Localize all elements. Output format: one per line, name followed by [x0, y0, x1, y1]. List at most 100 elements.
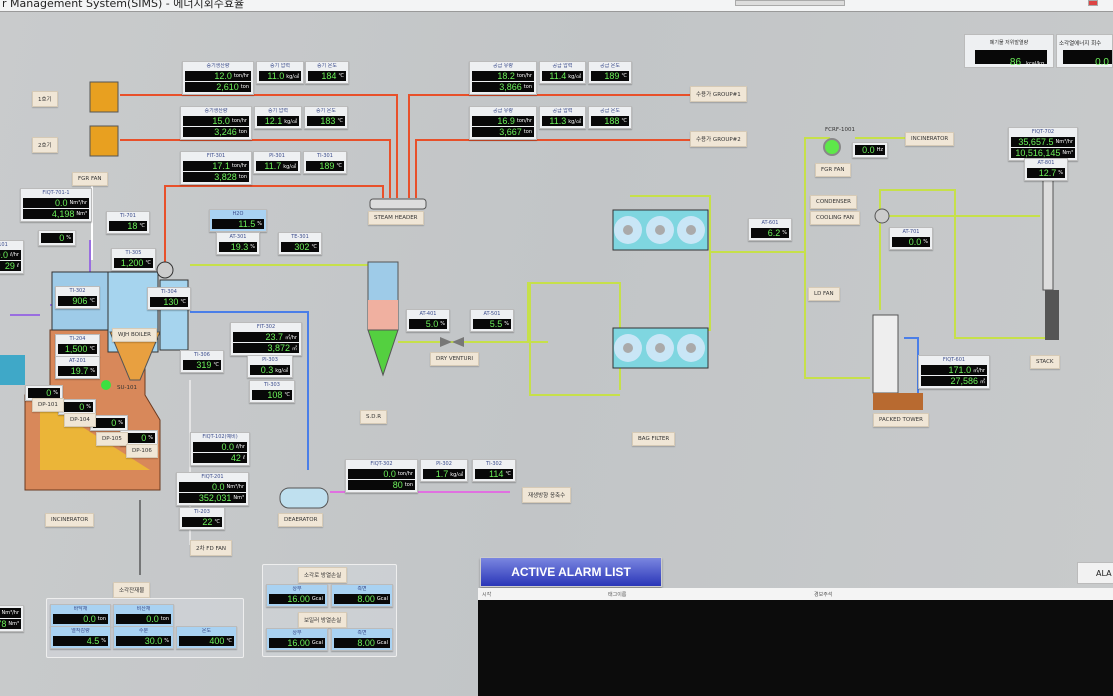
column-tag-name[interactable]: 태그이름: [608, 592, 627, 598]
unit: Hz: [876, 147, 883, 153]
value-display: 18℃: [109, 221, 147, 231]
window-title: r Management System(SIMS) - 에너지회수효율: [2, 0, 245, 10]
unit: ℃: [89, 346, 95, 352]
value-display: 11.5%: [212, 219, 264, 229]
label-deaerator: DEAERATOR: [278, 513, 324, 527]
tag-label: AT-601: [761, 220, 779, 226]
label-dp106: DP-106: [126, 444, 158, 458]
unit: ton/hr: [516, 73, 532, 79]
value: 78: [0, 619, 7, 629]
value: 352,031: [198, 493, 232, 503]
tag-dp3[interactable]: 0%: [90, 415, 128, 431]
unit: ㎥: [291, 345, 297, 352]
tag-label: FIQT-302: [370, 461, 393, 467]
unit: ℃: [311, 244, 317, 250]
active-alarm-list-button[interactable]: ACTIVE ALARM LIST: [480, 557, 662, 587]
label-residue: 소각잔재물: [113, 582, 151, 598]
value-display: 906℃: [58, 296, 97, 306]
tag-label: 공급 유량: [493, 108, 513, 114]
alarm-list[interactable]: [478, 600, 1113, 696]
label-dp105: DP-105: [96, 432, 128, 446]
value: 130: [163, 297, 179, 307]
tag-label: AT-201: [69, 358, 86, 364]
value: 0.0: [54, 198, 68, 208]
label-fgrfan: FGR FAN: [72, 172, 108, 186]
alarm-side-button[interactable]: ALA: [1077, 562, 1113, 584]
cell-label: 측면: [357, 586, 367, 592]
unit: ㎥/hr: [285, 334, 297, 341]
column-time[interactable]: 시각: [482, 592, 492, 598]
tag-fgrdamper[interactable]: 0%: [38, 230, 76, 246]
unit: %: [101, 638, 106, 644]
unit: kg/㎠: [286, 73, 299, 80]
unit: ㎥: [979, 378, 985, 385]
value-display: 319℃: [183, 360, 221, 370]
title-bar-button[interactable]: [735, 0, 845, 6]
value-display: 0%: [123, 433, 155, 443]
value-display: 302℃: [281, 242, 319, 252]
tag-label: PI-302: [436, 461, 452, 467]
value-display: 1,200℃: [114, 258, 153, 268]
alarm-indicator[interactable]: [1088, 0, 1098, 6]
unit: ℓ/hr: [10, 252, 19, 258]
column-alarm-comment[interactable]: 경보주석: [814, 592, 833, 598]
tag-label: 증기 온도: [317, 63, 337, 69]
bag-filter-cores: [623, 225, 696, 353]
cell-label: 상부: [292, 630, 302, 636]
unit: Gcal: [376, 596, 388, 602]
